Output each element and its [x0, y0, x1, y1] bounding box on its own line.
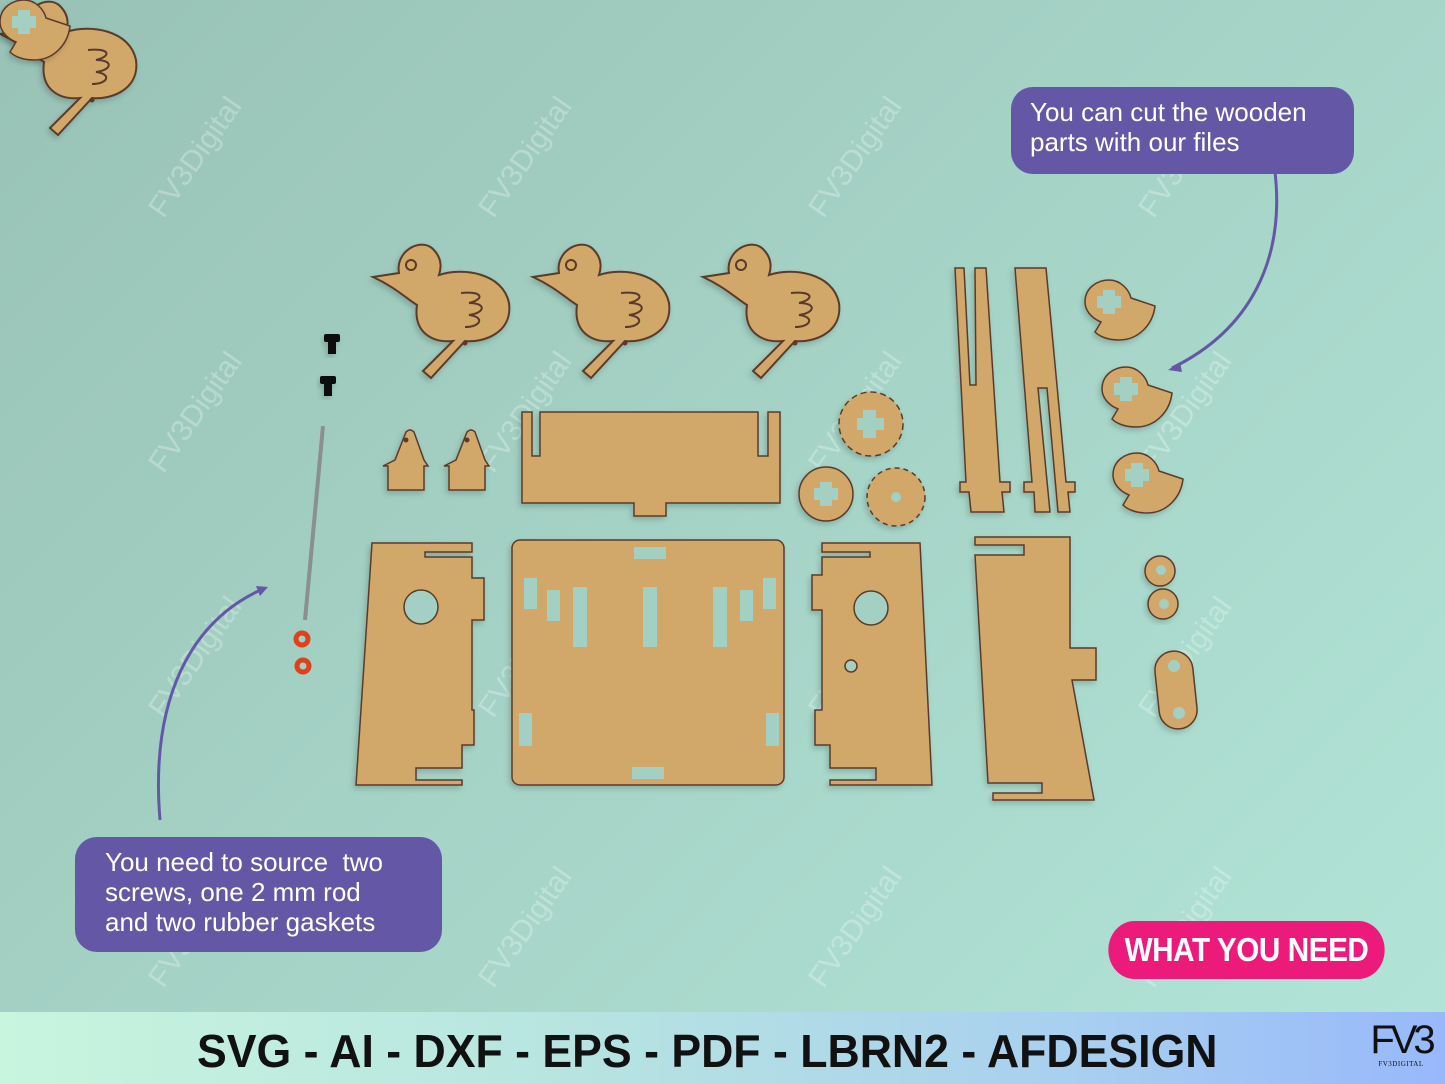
gasket-icon — [294, 657, 312, 675]
product-scene: FV3Digital FV3Digital FV3Digital FV3Digi… — [0, 0, 1385, 979]
footer-banner: SVG - AI - DXF - EPS - PDF - LBRN2 - AFD… — [0, 1012, 1445, 1084]
logo-mark: FV3 — [1370, 1018, 1435, 1062]
parts-illustration — [0, 0, 1279, 821]
slotted-bar-part-icon — [954, 267, 1011, 513]
side-panel-right-part-icon — [811, 542, 933, 786]
arrow-to-wooden-parts — [1171, 171, 1279, 370]
callout-line: screws, one 2 mm rod — [105, 877, 361, 907]
callout-line: and two rubber gaskets — [105, 907, 376, 937]
cam-disc-part-icon — [798, 466, 854, 522]
file-formats-label: SVG - AI - DXF - EPS - PDF - LBRN2 - AFD… — [197, 1025, 1218, 1077]
side-panel-left-part-icon — [355, 542, 485, 786]
brand-logo: FV3 FV3DIGITAL — [1370, 1018, 1435, 1068]
wooden-parts-callout: You can cut the wooden parts with our fi… — [1011, 87, 1354, 174]
pendant-part-icon — [382, 429, 430, 491]
rod-icon — [303, 425, 325, 621]
screw-icon — [320, 376, 336, 396]
washer-part-icon — [1144, 555, 1176, 587]
screw-icon — [324, 334, 340, 354]
washer-part-icon — [1147, 588, 1179, 620]
front-panel-part-icon — [521, 411, 781, 517]
base-panel-part-icon — [511, 539, 785, 786]
gear-large-part-icon — [838, 391, 904, 457]
arrow-to-sourced-parts — [156, 586, 266, 821]
cam-part-icon — [0, 0, 71, 61]
gasket-icon — [293, 630, 311, 648]
what-you-need-badge: WHAT YOU NEED — [1108, 921, 1385, 979]
sourced-parts-callout: You need to source two screws, one 2 mm … — [75, 837, 442, 952]
back-panel-part-icon — [974, 536, 1097, 801]
slotted-bar-part-icon — [1014, 267, 1076, 513]
pendant-part-icon — [443, 429, 491, 491]
link-plate-part-icon — [1154, 650, 1198, 730]
callout-line: parts with our files — [1030, 127, 1240, 157]
callout-line: You need to source two — [105, 847, 384, 877]
callout-line: You can cut the wooden — [1030, 97, 1307, 127]
logo-subtitle: FV3DIGITAL — [1378, 1060, 1424, 1068]
gear-small-part-icon — [866, 467, 926, 527]
